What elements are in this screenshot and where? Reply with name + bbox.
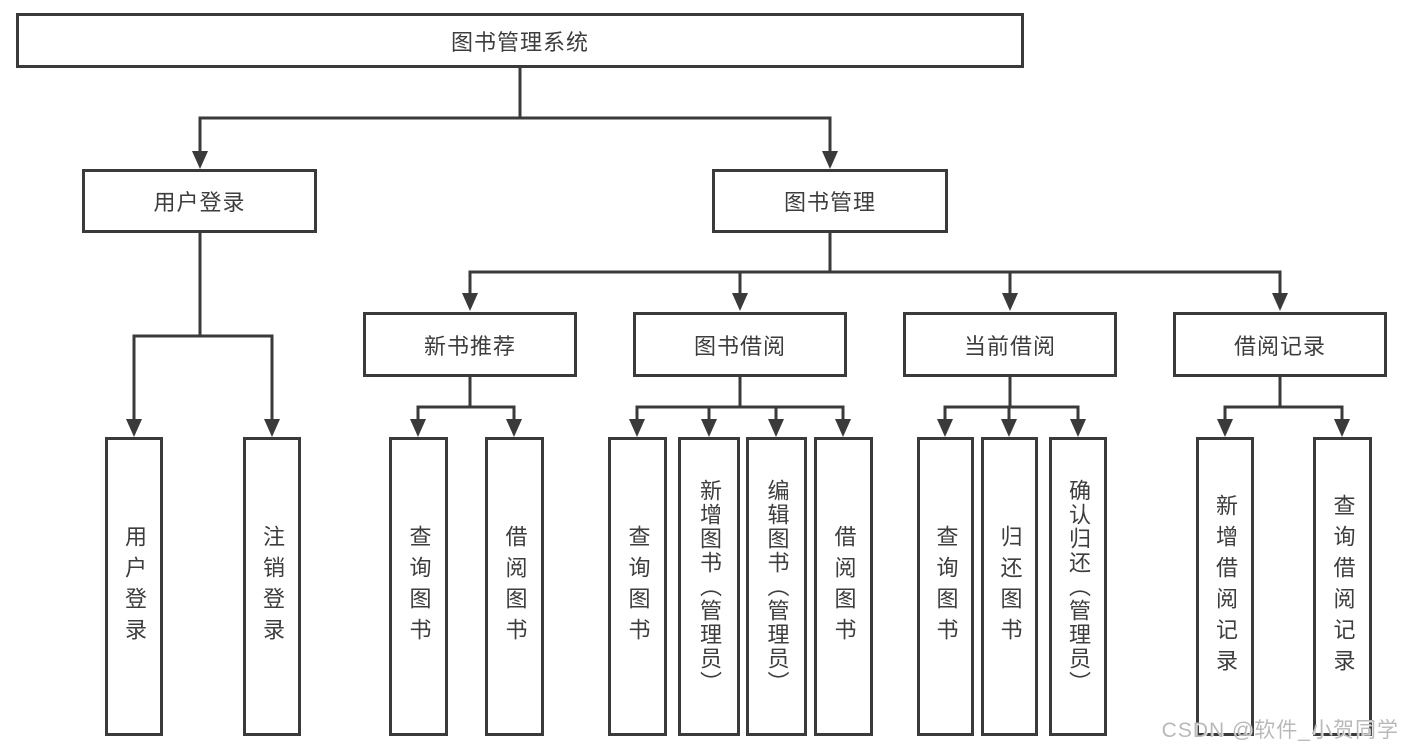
csdn-watermark: CSDN @软件_小贺同学 — [1161, 719, 1399, 742]
node-user-login-branch: 用户登录 — [82, 169, 317, 233]
leaf-query-books-current: 查询图书 — [917, 437, 974, 736]
leaf-add-books-admin: 新增图书（管理员） — [678, 437, 740, 736]
leaf-borrow-books-recommend: 借阅图书 — [485, 437, 544, 736]
node-current-borrowing: 当前借阅 — [903, 312, 1117, 377]
node-library-management-system: 图书管理系统 — [16, 13, 1024, 68]
leaf-query-books-borrow: 查询图书 — [608, 437, 667, 736]
leaf-user-login: 用户登录 — [105, 437, 163, 736]
leaf-logout: 注销登录 — [243, 437, 301, 736]
node-new-book-recommendation: 新书推荐 — [363, 312, 577, 377]
leaf-return-books: 归还图书 — [981, 437, 1038, 736]
leaf-borrow-books: 借阅图书 — [814, 437, 873, 736]
leaf-query-books-recommend: 查询图书 — [389, 437, 448, 736]
leaf-confirm-return-admin: 确认归还（管理员） — [1049, 437, 1107, 736]
leaf-query-borrow-record: 查询借阅记录 — [1313, 437, 1372, 736]
leaf-edit-books-admin: 编辑图书（管理员） — [746, 437, 807, 736]
node-book-borrowing: 图书借阅 — [633, 312, 847, 377]
leaf-add-borrow-record: 新增借阅记录 — [1196, 437, 1254, 736]
node-borrowing-records: 借阅记录 — [1173, 312, 1387, 377]
node-book-management-branch: 图书管理 — [712, 169, 948, 233]
